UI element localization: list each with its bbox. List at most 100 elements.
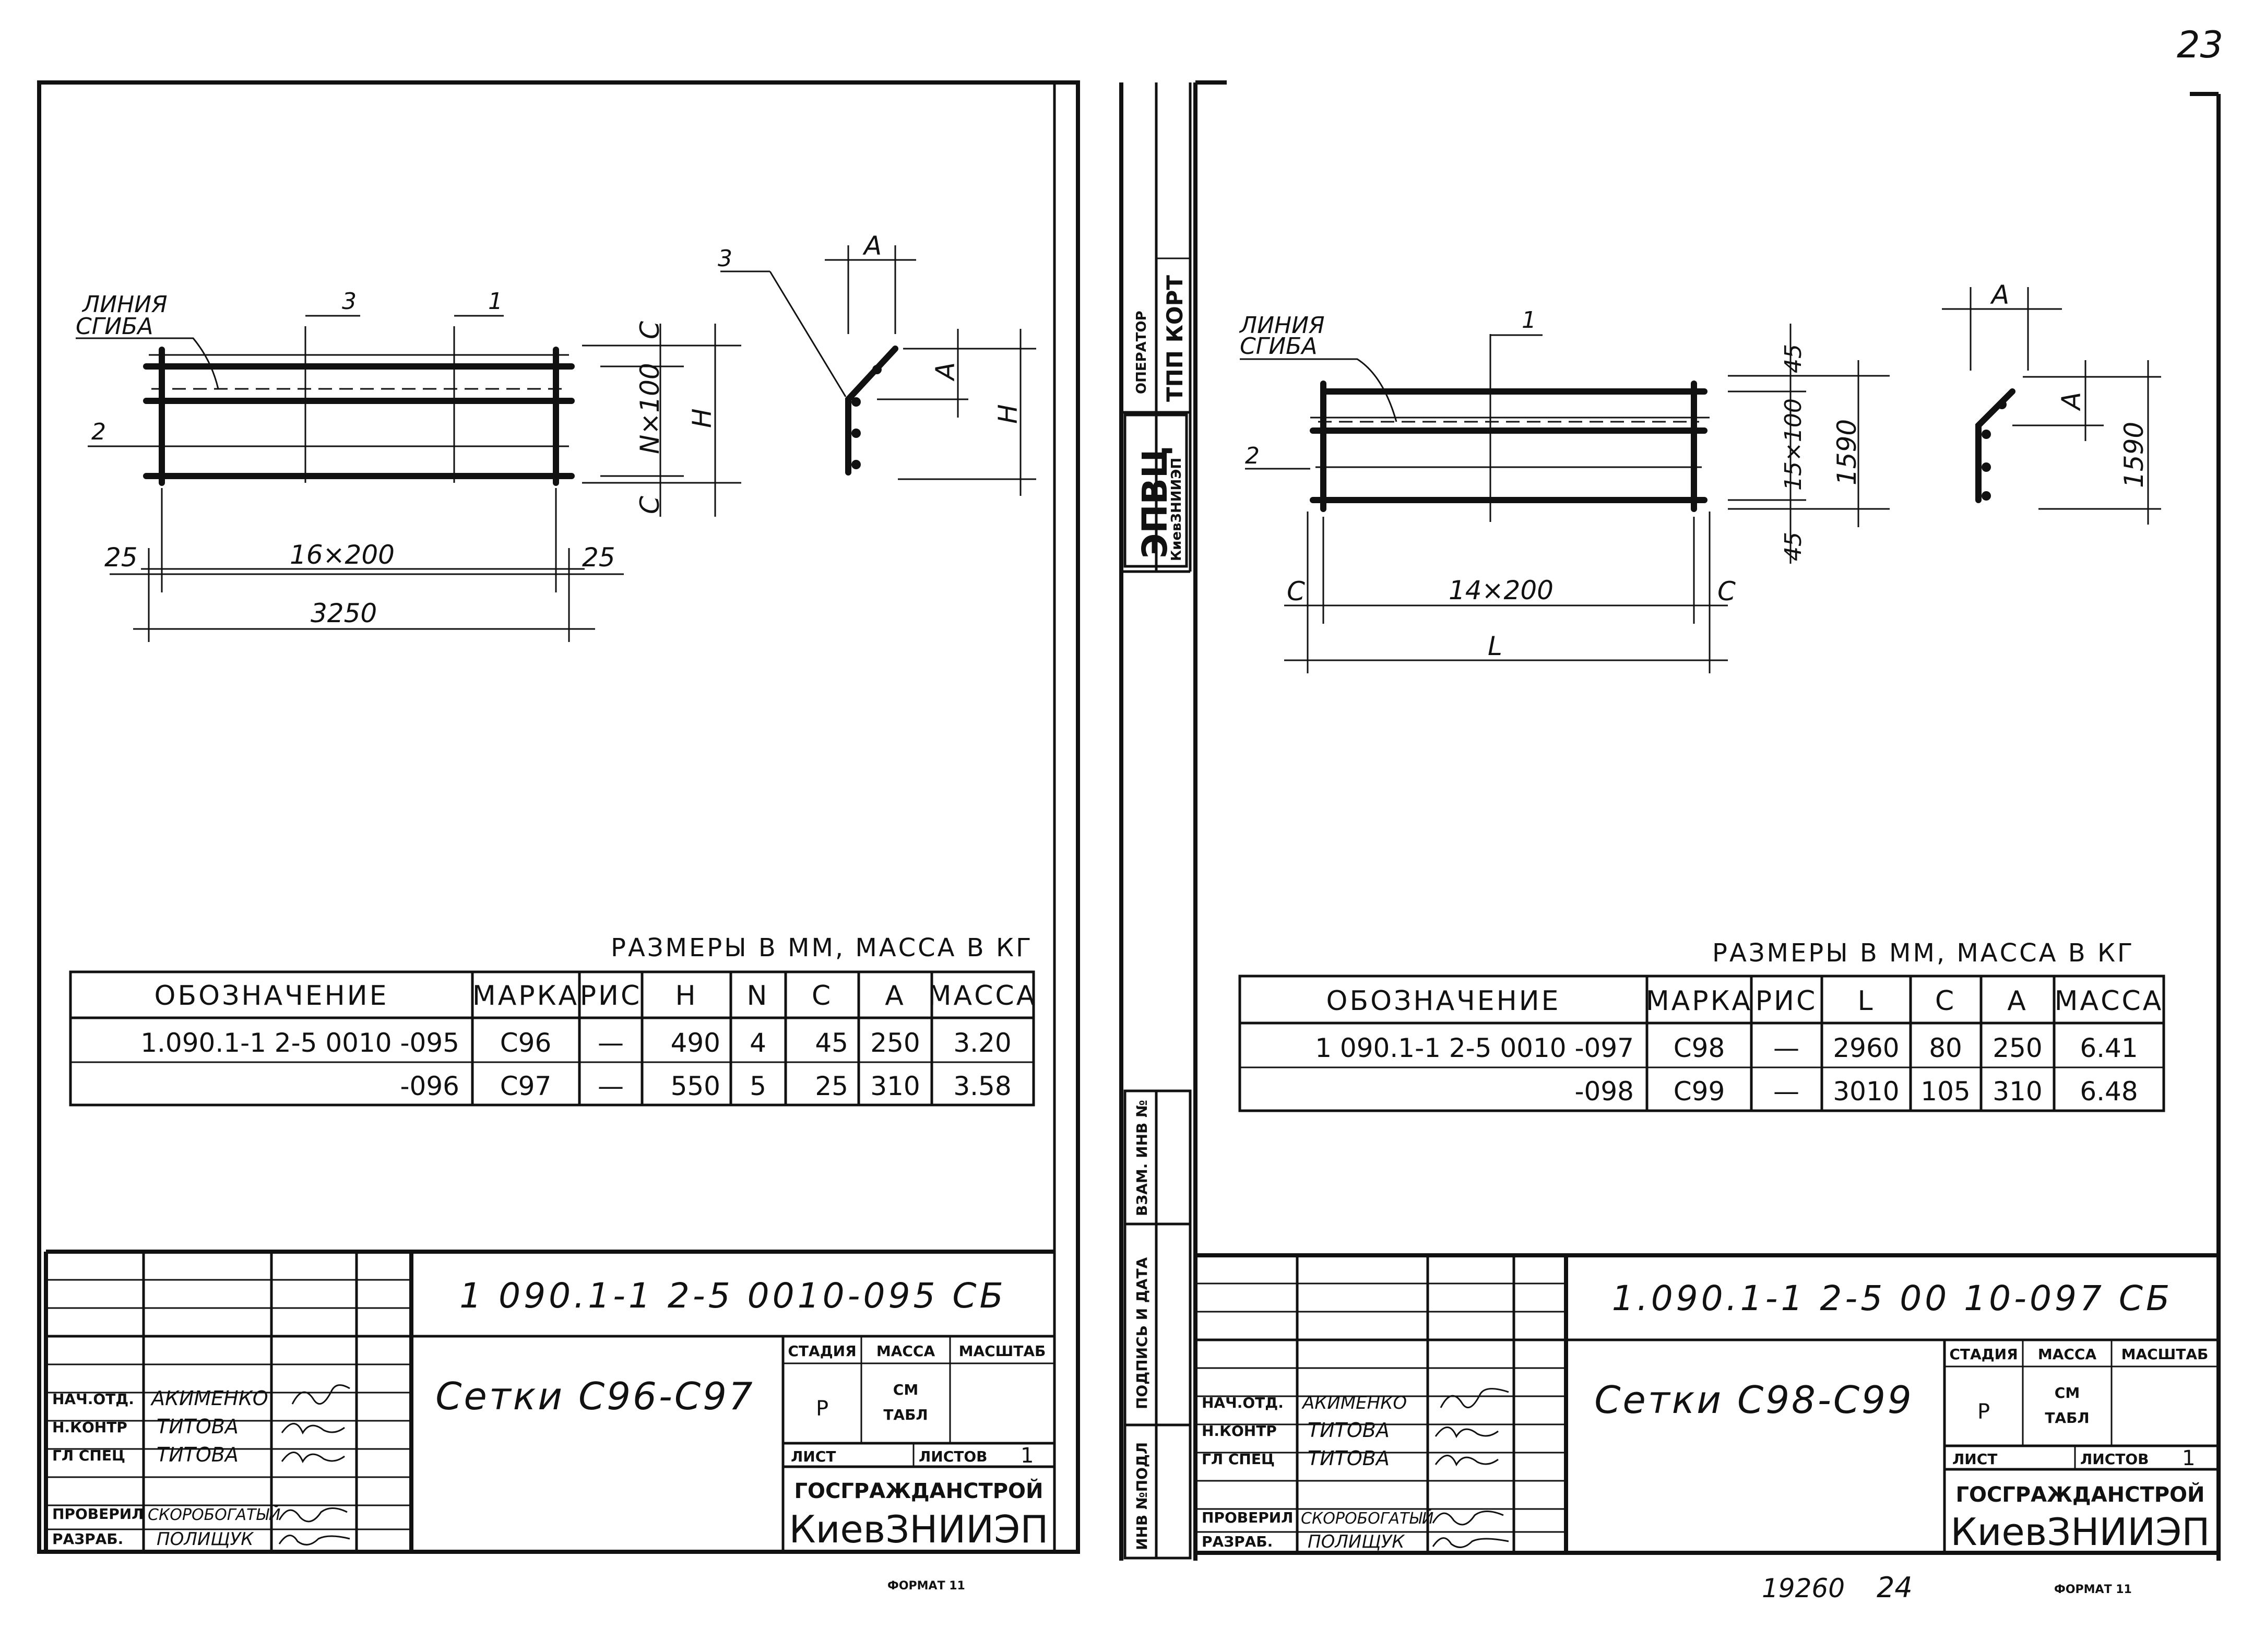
- right-page-number: 24: [1877, 1571, 1913, 1604]
- right-r2-mark: С99: [1674, 1076, 1725, 1107]
- right-r1-c: 80: [1929, 1033, 1962, 1063]
- left-frame: [37, 80, 1080, 1554]
- left-title: Сетки С96-С97: [435, 1374, 754, 1418]
- right-role-checked: ПРОВЕРИЛ: [1202, 1509, 1293, 1526]
- left-dim-c-bottom: C: [635, 496, 665, 514]
- right-name-spec: ТИТОВА: [1308, 1447, 1390, 1470]
- stamp-box: [1123, 413, 1188, 568]
- left-dim-spacing: 16×200: [290, 540, 395, 570]
- right-stage-label: СТАДИЯ: [1949, 1346, 2018, 1363]
- right-r1-a: 250: [1993, 1033, 2042, 1063]
- right-sheet-label: ЛИСТ: [1952, 1451, 1997, 1468]
- left-profile-a-top: A: [862, 231, 882, 261]
- left-r2-mass: 3.58: [953, 1071, 1011, 1101]
- left-format-note: ФОРМАТ 11: [887, 1579, 965, 1592]
- right-r2-l: 3010: [1833, 1076, 1899, 1107]
- right-r1-l: 2960: [1833, 1033, 1899, 1063]
- left-th-mark: МАРКА: [472, 980, 579, 1012]
- right-mass-label: МАССА: [2038, 1346, 2097, 1363]
- left-th-n: N: [747, 980, 769, 1012]
- right-signature-1: [1440, 1388, 1509, 1409]
- left-sheet-label: ЛИСТ: [791, 1448, 836, 1465]
- right-r2-a: 310: [1993, 1076, 2042, 1107]
- stamp-org-top: ЭПВЦ: [1135, 446, 1175, 558]
- left-r2-designation: -096: [400, 1071, 459, 1101]
- right-units-note: РАЗМЕРЫ В ММ, МАССА В КГ: [1712, 938, 2135, 968]
- right-name-head: АКИМЕНКО: [1301, 1393, 1407, 1413]
- right-sheets-label: ЛИСТОВ: [2080, 1451, 2149, 1468]
- right-pos-1: 1: [1522, 307, 1536, 334]
- right-profile: A A 1590: [1942, 280, 2161, 525]
- stamp-operator-value: ТПП КОРТ: [1162, 275, 1188, 402]
- left-th-mass: МАССА: [928, 980, 1037, 1012]
- right-horizontal-dims: C 14×200 C L: [1284, 512, 1736, 673]
- right-name-control: ТИТОВА: [1308, 1419, 1390, 1442]
- left-dim-height: H: [687, 408, 717, 428]
- right-profile-a-side: A: [2056, 392, 2086, 411]
- left-bend-label-1: ЛИНИЯ: [81, 291, 168, 318]
- left-r2-c: 25: [815, 1071, 848, 1101]
- left-r2-mark: С97: [500, 1071, 552, 1101]
- right-doc-code: 1.090.1-1 2-5 00 10-097 СБ: [1612, 1278, 2173, 1318]
- stamp-org-bottom: КиевЗНИИЭП: [1169, 458, 1184, 561]
- left-th-designation: ОБОЗНАЧЕНИЕ: [155, 980, 389, 1012]
- left-mass-value-1: СМ: [893, 1381, 918, 1398]
- stamp-sign-date: ПОДПИСЬ И ДАТА: [1133, 1257, 1151, 1409]
- left-sheets-value: 1: [1021, 1444, 1034, 1468]
- right-r2-designation: -098: [1575, 1076, 1634, 1107]
- left-sheets-label: ЛИСТОВ: [919, 1448, 987, 1465]
- left-r1-n: 4: [750, 1028, 766, 1058]
- right-th-mass: МАССА: [2055, 985, 2164, 1017]
- left-dim-edge-right: 25: [582, 542, 615, 573]
- left-pos-1: 1: [488, 288, 503, 315]
- left-scale-label: МАСШТАБ: [959, 1342, 1046, 1360]
- right-mesh-plan: ЛИНИЯ СГИБА 1 2: [1239, 307, 1710, 522]
- left-r2-a: 310: [870, 1071, 920, 1101]
- left-signature-2: [281, 1423, 345, 1435]
- left-signature-5: [278, 1535, 350, 1546]
- left-th-c: С: [812, 980, 833, 1012]
- left-name-control: ТИТОВА: [157, 1415, 239, 1438]
- left-dim-edge-left: 25: [104, 542, 138, 573]
- left-role-developer: РАЗРАБ.: [52, 1530, 123, 1548]
- left-r2-fig: —: [598, 1071, 624, 1101]
- left-signature-1: [291, 1384, 350, 1405]
- right-th-fig: РИС: [1756, 985, 1818, 1017]
- right-title: Сетки С98-С99: [1594, 1378, 1913, 1422]
- right-dim-length: L: [1488, 631, 1502, 661]
- left-stage-value: Р: [816, 1397, 828, 1421]
- right-dim-bottom-45: 45: [1780, 532, 1807, 561]
- left-mass-label: МАССА: [876, 1342, 935, 1360]
- right-dim-c-right: C: [1717, 576, 1736, 607]
- right-bend-label-2: СГИБА: [1240, 333, 1317, 360]
- stamp-inv-orig: ИНВ №ПОДЛ: [1133, 1442, 1151, 1550]
- right-mass-value-1: СМ: [2055, 1384, 2080, 1401]
- right-title-block: НАЧ.ОТД. Н.КОНТР ГЛ СПЕЦ ПРОВЕРИЛ РАЗРАБ…: [1195, 1253, 2219, 1555]
- right-name-checked: СКОРОБОГАТЫЙ: [1301, 1509, 1433, 1528]
- left-sheet: ЛИНИЯ СГИБА 3 1 2 25 16×200 25 3250: [37, 80, 1080, 1592]
- left-r2-h: 550: [671, 1071, 720, 1101]
- left-mass-value-2: ТАБЛ: [883, 1406, 928, 1423]
- right-sheets-value: 1: [2182, 1446, 2195, 1470]
- left-dim-length: 3250: [311, 598, 377, 628]
- left-r2-n: 5: [750, 1071, 766, 1101]
- right-format-note: ФОРМАТ 11: [2054, 1583, 2132, 1596]
- right-signature-3: [1434, 1455, 1499, 1467]
- right-r1-mass: 6.41: [2080, 1033, 2138, 1063]
- left-profile-h-side: H: [993, 404, 1023, 424]
- right-signature-2: [1434, 1427, 1499, 1439]
- right-r1-mark: С98: [1674, 1033, 1725, 1063]
- left-vertical-dims: C N×100 H C: [582, 321, 741, 517]
- left-profile-a-side: A: [930, 362, 961, 382]
- right-name-developer: ПОЛИЩУК: [1308, 1531, 1405, 1552]
- right-th-mark: МАРКА: [1646, 985, 1752, 1017]
- stamp-inv-replace: ВЗАМ. ИНВ №: [1133, 1100, 1151, 1216]
- left-r1-mark: С96: [500, 1028, 552, 1058]
- left-th-h: Н: [675, 980, 697, 1012]
- left-profile-pos-3: 3: [718, 245, 732, 272]
- left-name-checked: СКОРОБОГАТЫЙ: [148, 1505, 280, 1524]
- left-th-a: А: [885, 980, 906, 1012]
- right-dim-height: 1590: [1832, 419, 1862, 485]
- right-r1-designation: 1 090.1-1 2-5 0010 -097: [1315, 1033, 1634, 1063]
